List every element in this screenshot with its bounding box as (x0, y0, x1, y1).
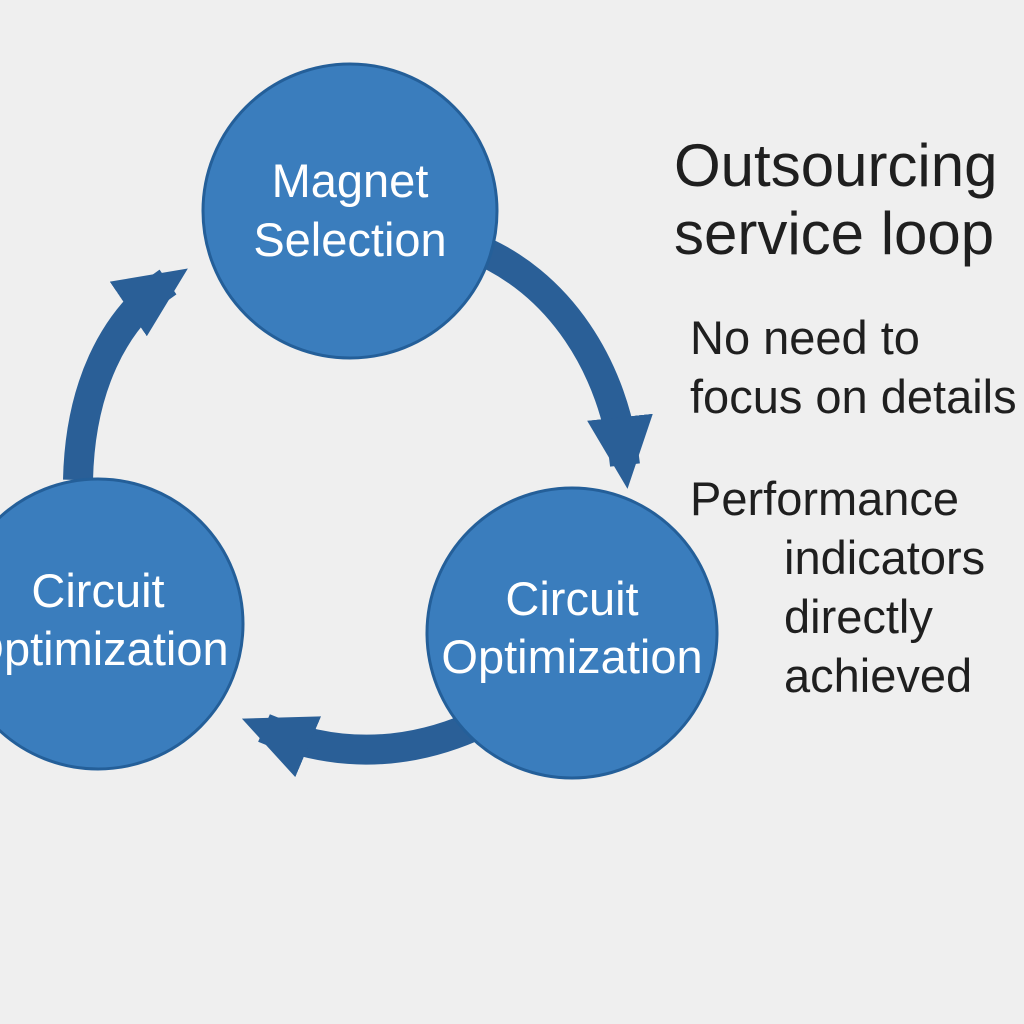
node-circle (201, 62, 499, 360)
node-circle (0, 477, 245, 771)
arrow-circuit-left-to-magnet (63, 268, 188, 481)
slide-title-line-1: Outsourcing (674, 132, 998, 199)
bullet-point-line-2: focus on details (690, 370, 1017, 423)
bullet-point-line-1: No need to (690, 311, 920, 364)
bullet-point-line-2: indicators (784, 531, 986, 584)
bullet-point-line-3: directly (784, 590, 933, 643)
bullet-point-no-details: No need to focus on details (690, 308, 1017, 426)
slide-title-line-2: service loop (674, 200, 995, 267)
node-label-line-1: Magnet (272, 154, 429, 207)
arrow-circuit-right-to-circuit-left (241, 713, 478, 778)
node-label-line-2: Optimization (0, 622, 229, 675)
bullet-point-performance: Performance indicators directly achieved (690, 469, 985, 705)
arrow-magnet-to-circuit-right (464, 231, 653, 489)
slide-title: Outsourcing service loop (674, 132, 998, 268)
node-label-line-2: Optimization (441, 630, 702, 683)
node-circuit-optimization-right: Circuit Optimization (425, 486, 719, 780)
node-label-line-2: Selection (253, 213, 446, 266)
node-label-line-1: Circuit (505, 572, 638, 625)
node-magnet-selection: Magnet Selection (201, 62, 499, 360)
node-label-line-1: Circuit (31, 564, 164, 617)
node-circle (425, 486, 719, 780)
bullet-point-line-4: achieved (784, 649, 973, 702)
bullet-point-line-1: Performance (690, 472, 960, 525)
node-circuit-optimization-left: Circuit Optimization (0, 477, 245, 771)
